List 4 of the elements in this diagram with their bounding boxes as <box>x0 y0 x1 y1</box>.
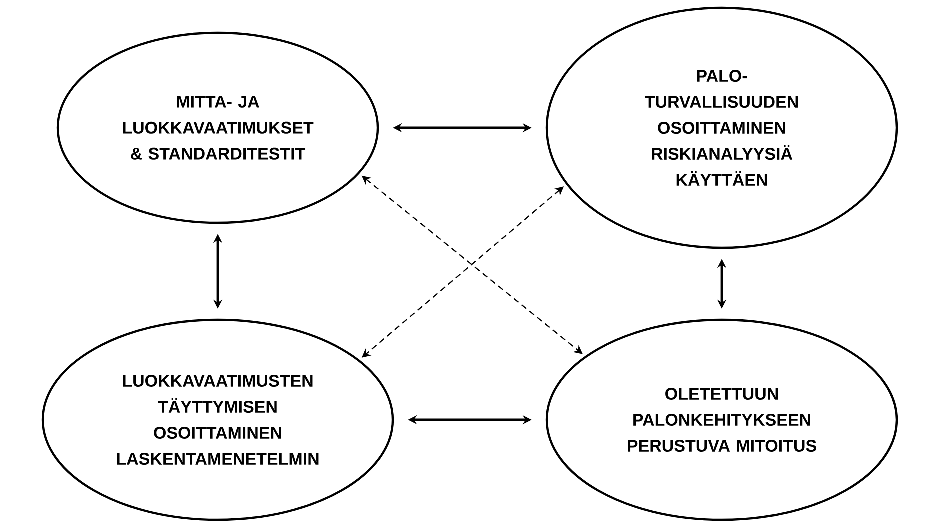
ellipse-node: OLETETTUUN PALONKEHITYKSEEN PERUSTUVA MITOITUS <box>546 318 898 522</box>
ellipse-node: MITTA- JA LUOKKAVAATIMUKSET & STANDARDITESTIT <box>56 32 380 224</box>
ellipse-node: LUOKKAVAATIMUSTEN TÄYTTYMISEN OSOITTAMINEN LASKENTAMENETELMIN <box>42 318 394 522</box>
ellipse-node: PALO- TURVALLISUUDEN OSOITTAMINEN RISKIANALYYSIÄ KÄYTTÄEN <box>546 6 898 250</box>
